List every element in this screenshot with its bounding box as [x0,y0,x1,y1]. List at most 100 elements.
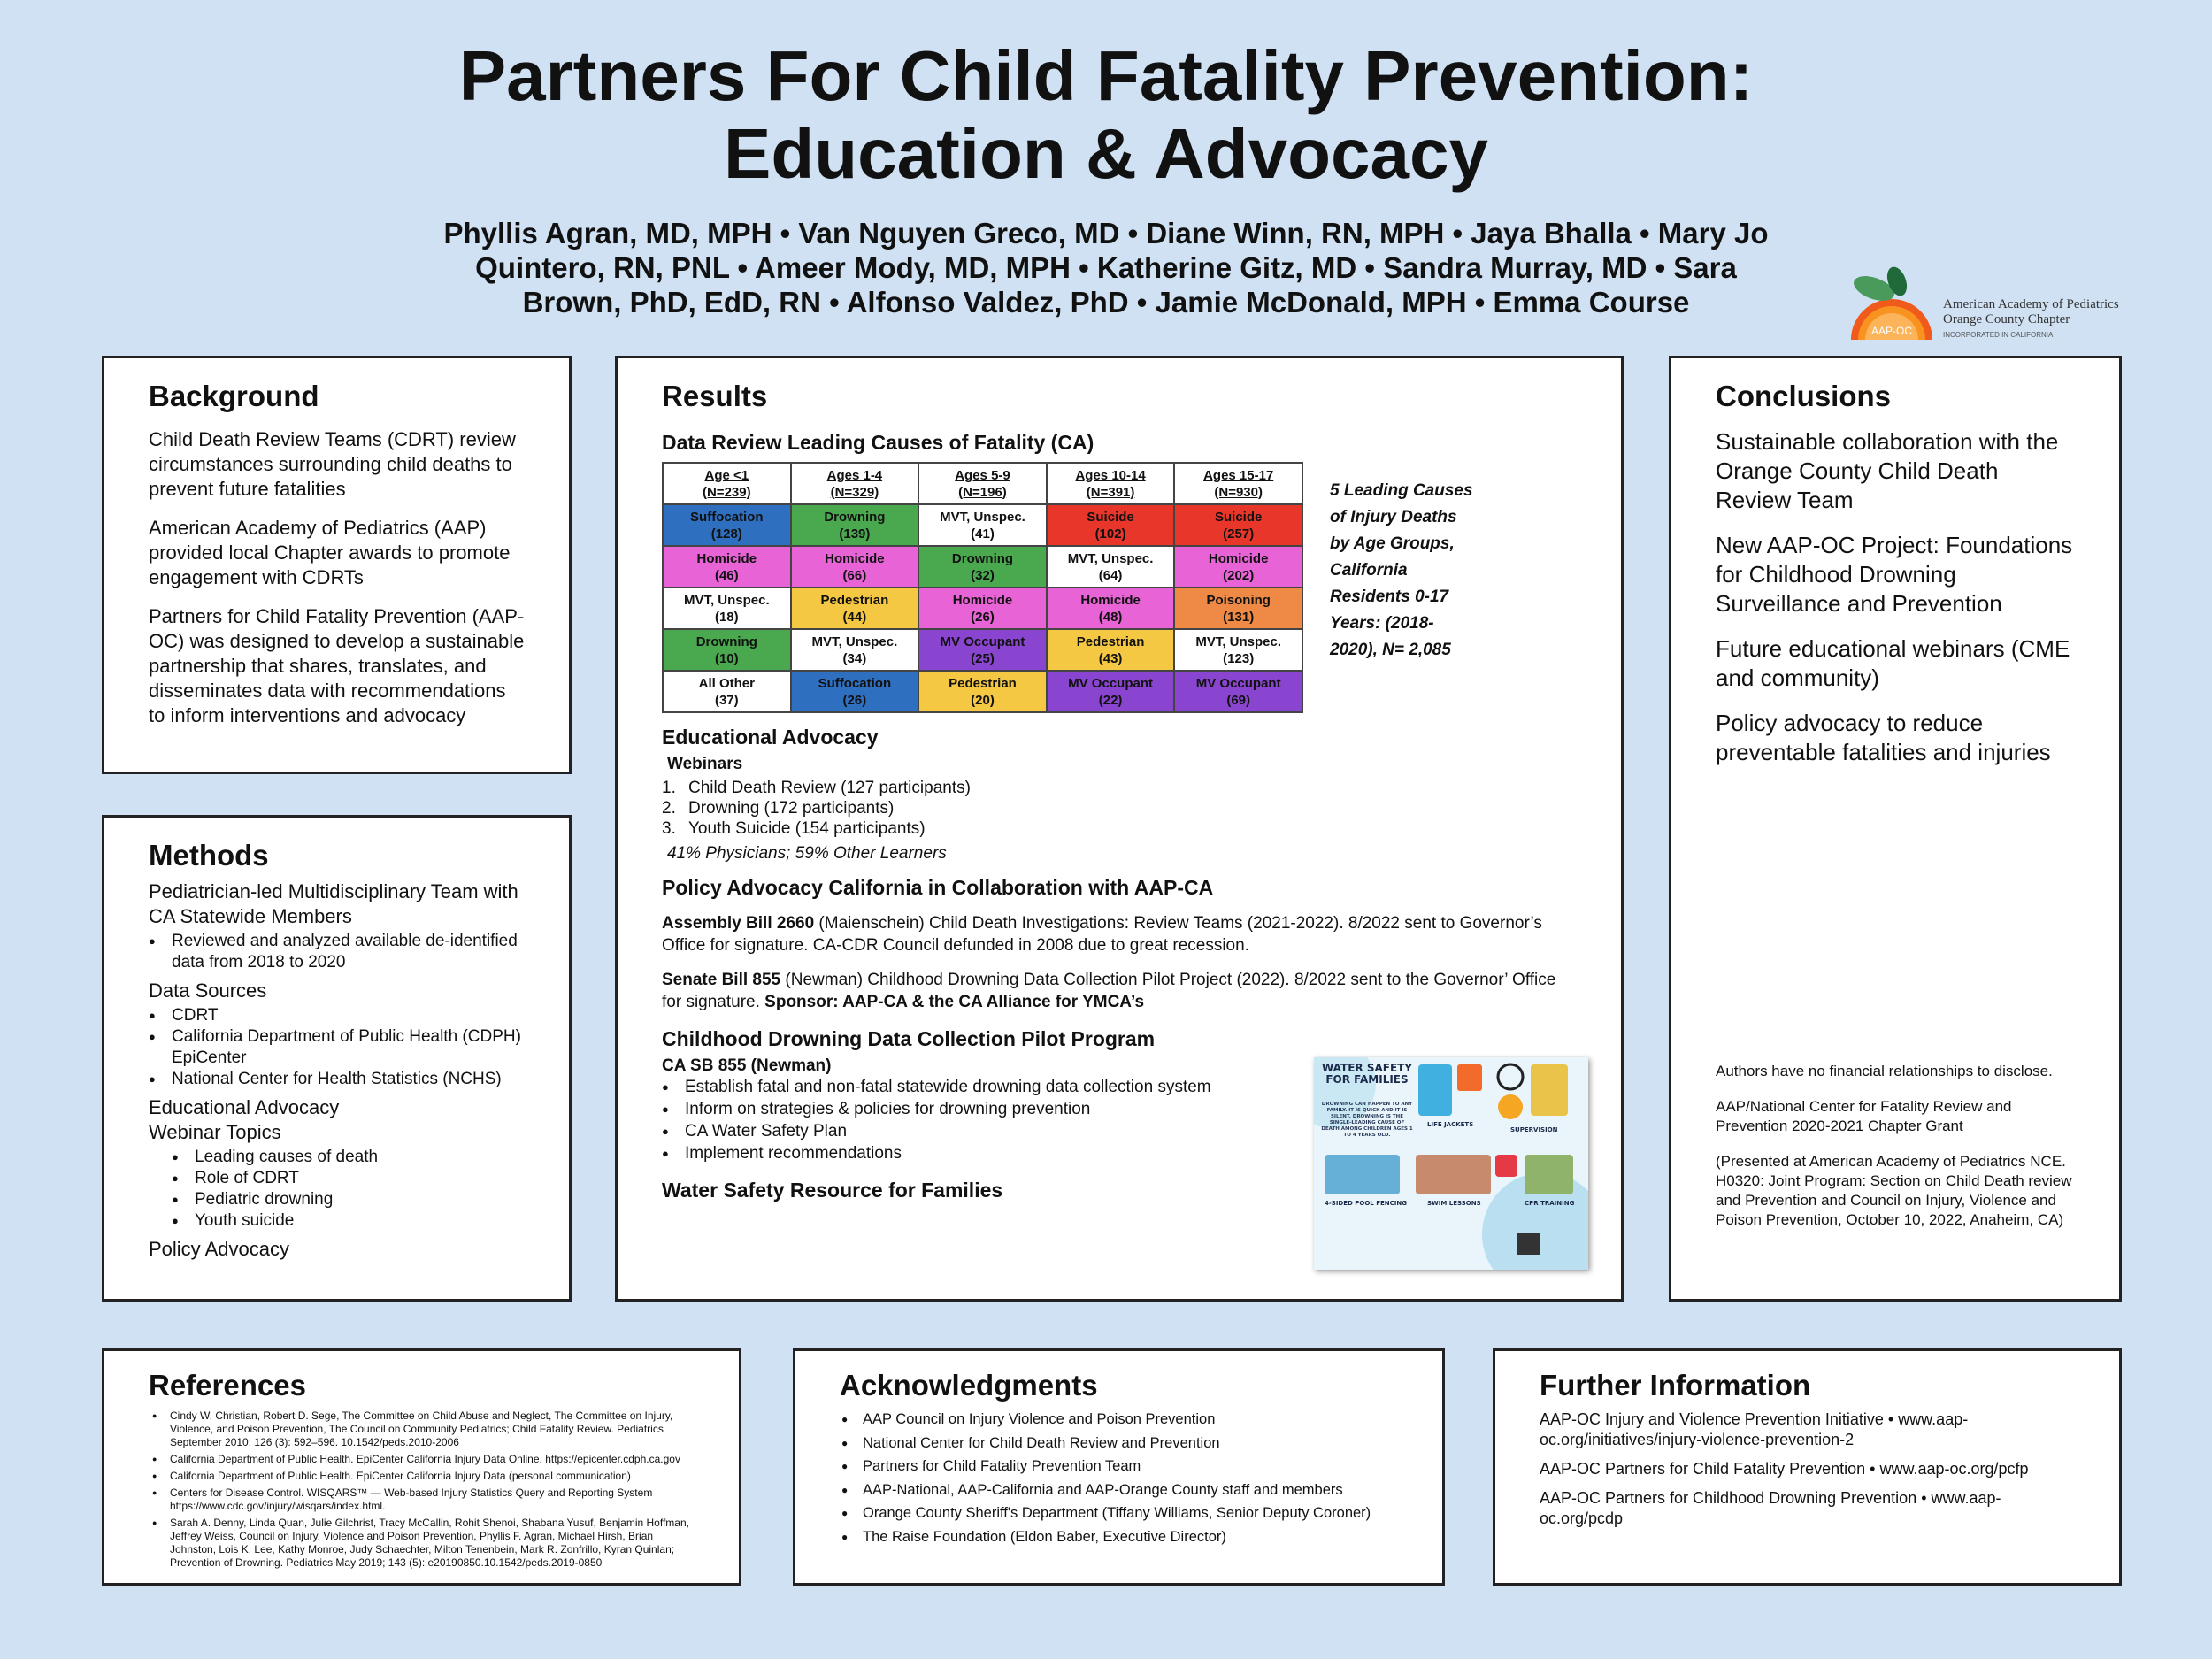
acknowledgment-item: The Raise Foundation (Eldon Baber, Execu… [840,1525,1398,1549]
table-cell: Drowning(139) [789,503,920,547]
methods-item: Reviewed and analyzed available de-ident… [149,931,525,973]
table-cell: MV Occupant(69) [1173,670,1303,713]
logo-badge: AAP-OC [1871,325,1912,337]
authors: Phyllis Agran, MD, MPH • Van Nguyen Grec… [443,217,1769,319]
further-heading: Further Information [1540,1369,1811,1402]
table-cell: Pedestrian(44) [789,587,920,630]
grant: AAP/National Center for Fatality Review … [1716,1098,2012,1134]
title-line-2: Education & Advocacy [724,114,1488,193]
water-safety-flyer: WATER SAFETY FOR FAMILIES DROWNING CAN H… [1314,1057,1588,1270]
references-heading: References [149,1369,306,1402]
table-cell: Suicide(102) [1045,503,1176,547]
table-cell: Pedestrian(43) [1045,628,1176,672]
table-cell: MVT, Unspec.(41) [918,503,1048,547]
methods-team: Pediatrician-led Multidisciplinary Team … [149,880,518,927]
reference-item: California Department of Public Health. … [149,1453,695,1466]
conclusion-item: Policy advocacy to reduce preventable fa… [1716,710,2051,765]
further-link[interactable]: AAP-OC Partners for Child Fatality Preve… [1540,1460,2029,1478]
assembly-bill: Assembly Bill 2660 (Maienschein) Child D… [662,914,1542,955]
poster-title: Partners For Child Fatality Prevention: … [0,37,2212,193]
table-row: All Other(37)Suffocation(26)Pedestrian(2… [662,670,1303,713]
table-header: Ages 15-17(N=930) [1173,462,1303,505]
reference-item: Centers for Disease Control. WISQARS™ — … [149,1486,695,1513]
webinar-topic: Pediatric drowning [172,1189,525,1210]
educational-advocacy-label: Educational Advocacy [149,1096,340,1118]
data-source-item: CDRT [149,1005,525,1026]
flyer-section: LIFE JACKETS [1427,1121,1474,1128]
table-cell: MVT, Unspec.(34) [789,628,920,672]
table-cell: Homicide(202) [1173,545,1303,588]
table-cell: Homicide(48) [1045,587,1176,630]
table-title: Data Review Leading Causes of Fatality (… [662,431,1094,454]
webinar-topic: Youth suicide [172,1210,525,1232]
disclosure: Authors have no financial relationships … [1716,1063,2053,1079]
further-link[interactable]: AAP-OC Injury and Violence Prevention In… [1540,1410,1969,1448]
logo-line-2: Orange County Chapter [1943,312,2070,326]
disclosures: Authors have no financial relationships … [1716,1062,2087,1246]
pilot-heading: Childhood Drowning Data Collection Pilot… [662,1027,1156,1050]
background-heading: Background [149,380,319,412]
orange-logo-icon: AAP-OC [1851,266,1932,340]
table-cell: Suffocation(128) [662,503,792,547]
further-information-panel: Further Information AAP-OC Injury and Vi… [1493,1348,2122,1586]
table-row: Drowning(10)MVT, Unspec.(34)MV Occupant(… [662,628,1303,672]
table-cell: Suffocation(26) [789,670,920,713]
acknowledgments-heading: Acknowledgments [840,1369,1098,1402]
acknowledgment-item: AAP-National, AAP-California and AAP-Ora… [840,1479,1398,1502]
table-cell: Poisoning(131) [1173,587,1303,630]
webinar-topic: Leading causes of death [172,1147,525,1168]
background-paragraph: Partners for Child Fatality Prevention (… [149,605,525,726]
policy-heading: Policy Advocacy California in Collaborat… [662,876,1214,899]
table-cell: Drowning(10) [662,628,792,672]
table-header: Ages 5-9(N=196) [918,462,1048,505]
causes-table: Age <1(N=239)Ages 1-4(N=329)Ages 5-9(N=1… [662,462,1303,713]
title-line-1: Partners For Child Fatality Prevention: [458,36,1754,115]
logo-line-3: INCORPORATED IN CALIFORNIA [1943,331,2054,339]
flyer-section: SWIM LESSONS [1427,1200,1481,1207]
table-row: MVT, Unspec.(18)Pedestrian(44)Homicide(2… [662,587,1303,630]
further-link[interactable]: AAP-OC Partners for Childhood Drowning P… [1540,1489,2001,1527]
conclusion-item: Sustainable collaboration with the Orang… [1716,428,2059,513]
webinar-item: 1.Child Death Review (127 participants) [662,779,971,797]
logo-line-1: American Academy of Pediatrics [1943,297,2119,311]
methods-panel: Methods Pediatrician-led Multidisciplina… [102,815,572,1302]
acknowledgment-item: Partners for Child Fatality Prevention T… [840,1455,1398,1479]
table-cell: MV Occupant(25) [918,628,1048,672]
educational-advocacy-heading: Educational Advocacy [662,726,879,749]
data-source-item: California Department of Public Health (… [149,1026,525,1069]
aap-oc-logo: AAP-OC American Academy of Pediatrics Or… [1847,265,2131,343]
flyer-section: CPR TRAINING [1525,1200,1575,1207]
pilot-item: CA Water Safety Plan [662,1120,1577,1142]
table-header: Ages 10-14(N=391) [1045,462,1176,505]
table-cell: MVT, Unspec.(123) [1173,628,1303,672]
senate-bill: Senate Bill 855 (Newman) Childhood Drown… [662,971,1556,1011]
data-source-item: National Center for Health Statistics (N… [149,1069,525,1090]
methods-heading: Methods [149,839,269,872]
references-panel: References Cindy W. Christian, Robert D.… [102,1348,741,1586]
background-paragraph: Child Death Review Teams (CDRT) review c… [149,428,516,500]
webinar-item: 3.Youth Suicide (154 participants) [662,819,926,838]
logo-text: American Academy of Pediatrics Orange Co… [1943,297,2119,342]
pilot-item: Inform on strategies & policies for drow… [662,1098,1577,1120]
table-header: Age <1(N=239) [662,462,792,505]
table-cell: Drowning(32) [918,545,1048,588]
table-header-row: Age <1(N=239)Ages 1-4(N=329)Ages 5-9(N=1… [662,462,1303,505]
table-cell: All Other(37) [662,670,792,713]
table-cell: MVT, Unspec.(64) [1045,545,1176,588]
background-panel: Background Child Death Review Teams (CDR… [102,356,572,774]
table-cell: Pedestrian(20) [918,670,1048,713]
table-row: Homicide(46)Homicide(66)Drowning(32)MVT,… [662,545,1303,588]
table-cell: Homicide(66) [789,545,920,588]
background-paragraph: American Academy of Pediatrics (AAP) pro… [149,517,511,588]
table-cell: MVT, Unspec.(18) [662,587,792,630]
acknowledgment-item: AAP Council on Injury Violence and Poiso… [840,1408,1398,1432]
pilot-sub: CA SB 855 (Newman) [662,1056,832,1075]
pilot-item: Implement recommendations [662,1142,1577,1164]
reference-item: Sarah A. Denny, Linda Quan, Julie Gilchr… [149,1517,695,1570]
table-cell: MV Occupant(22) [1045,670,1176,713]
table-cell: Homicide(26) [918,587,1048,630]
flyer-title: WATER SAFETY FOR FAMILIES [1321,1062,1413,1086]
table-row: Suffocation(128)Drowning(139)MVT, Unspec… [662,503,1303,547]
pilot-item: Establish fatal and non-fatal statewide … [662,1076,1577,1098]
acknowledgments-panel: Acknowledgments AAP Council on Injury Vi… [793,1348,1445,1586]
